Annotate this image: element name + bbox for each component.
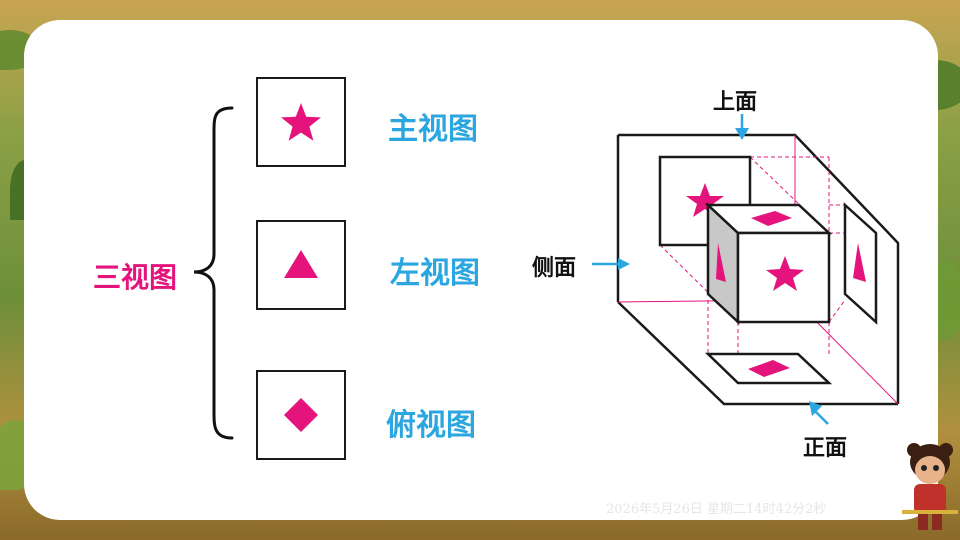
three-views-label: 三视图: [93, 261, 178, 294]
front-view-box: [256, 77, 346, 167]
mascot-character: [902, 443, 958, 530]
side-face-label: 侧面: [532, 255, 577, 281]
top-view-label: 俯视图: [386, 408, 476, 443]
left-view-label: 左视图: [390, 256, 480, 291]
left-view-box: [256, 220, 346, 310]
star-icon: [281, 103, 321, 141]
timestamp: 2026年5月26日 星期二14时42分2秒: [606, 502, 827, 517]
front-view-label: 主视图: [388, 112, 478, 147]
top-view-box: [256, 370, 346, 460]
diamond-icon: [284, 398, 318, 432]
top-face-label: 上面: [713, 89, 758, 115]
triangle-icon: [284, 250, 318, 278]
front-face-label: 正面: [803, 435, 848, 461]
